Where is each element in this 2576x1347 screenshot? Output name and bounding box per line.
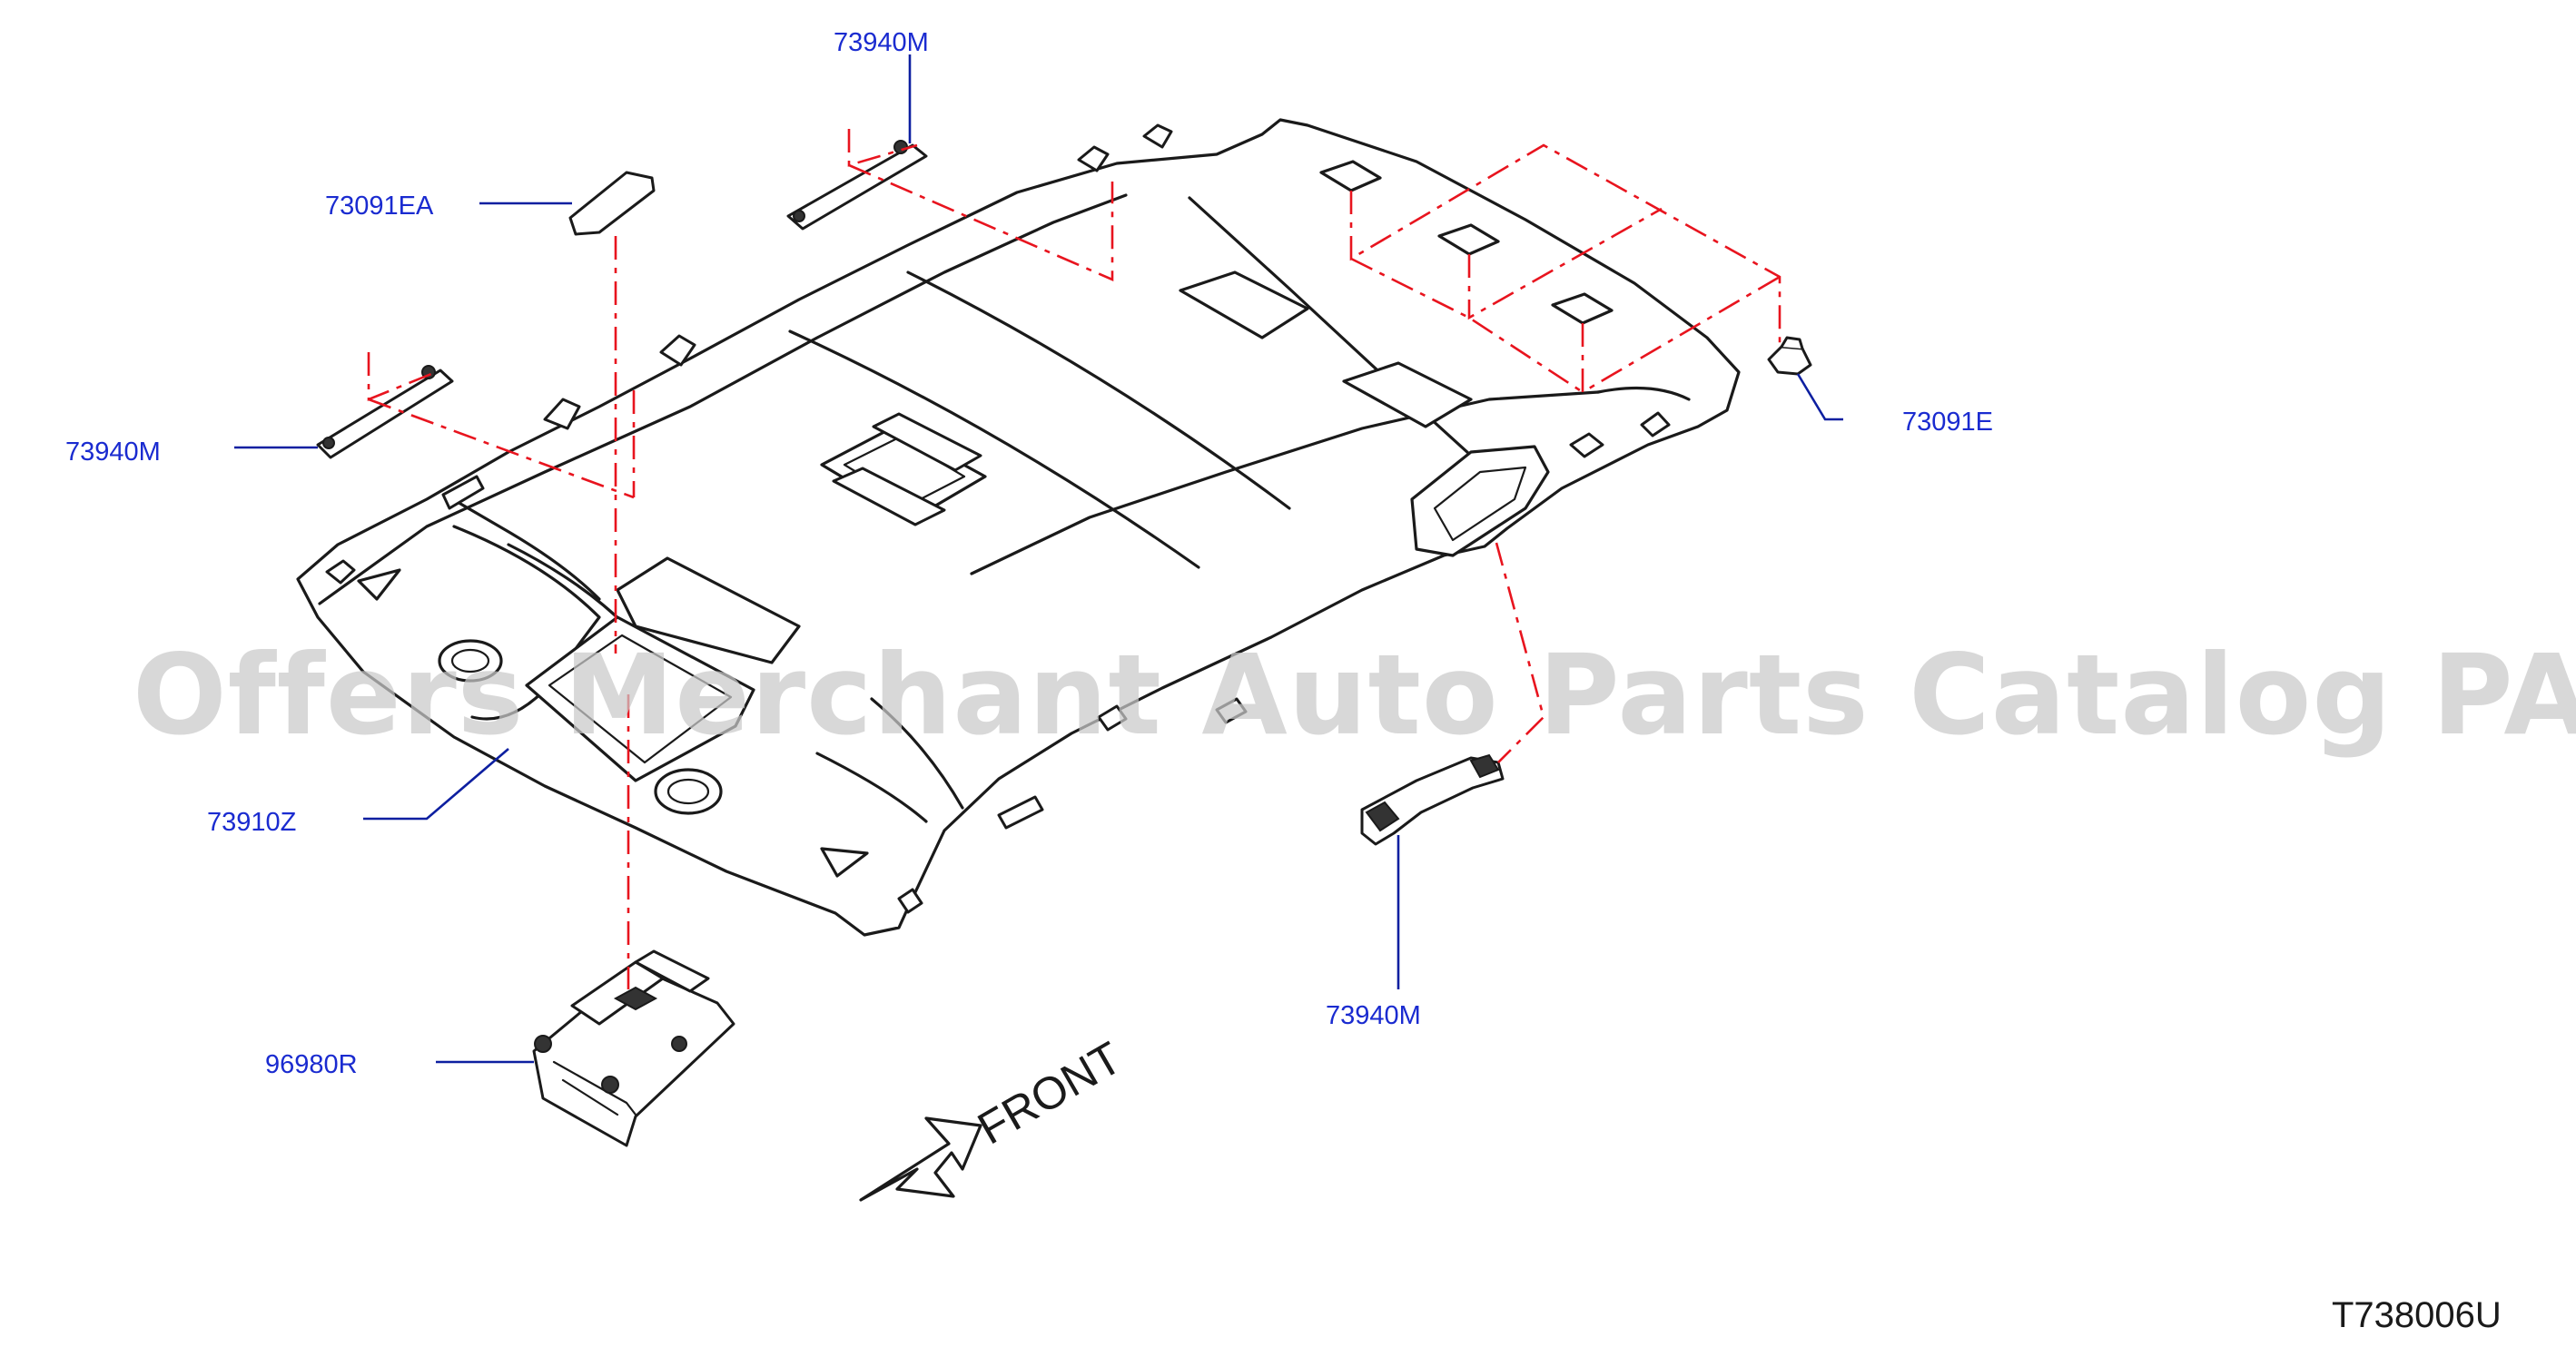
part-label-73910z[interactable]: 73910Z [207,808,296,837]
center-lines [367,129,1781,989]
front-arrow-icon [859,1116,982,1202]
diagram-code: T738006U [2332,1295,2502,1335]
part-label-73091e[interactable]: 73091E [1902,408,1993,437]
clip-73091e [1767,336,1812,376]
part-label-73091ea[interactable]: 73091EA [325,192,434,221]
pad-73091ea [568,171,656,236]
grab-handle-73940m [1360,753,1505,846]
front-label: FRONT [970,1032,1130,1155]
headliner-body [296,118,1741,937]
part-label-73940m-left[interactable]: 73940M [65,438,161,467]
grab-strip-top [786,140,928,231]
part-label-73940m-top[interactable]: 73940M [834,28,929,57]
map-lamp-96980r [532,949,735,1147]
grab-strip-left [316,365,454,459]
leader-lines [234,54,1843,1064]
part-label-96980r[interactable]: 96980R [265,1050,358,1079]
part-label-73940m-bottom[interactable]: 73940M [1326,1001,1421,1030]
watermark: Offers Merchant Auto Parts Catalog PARTS… [133,631,2576,760]
